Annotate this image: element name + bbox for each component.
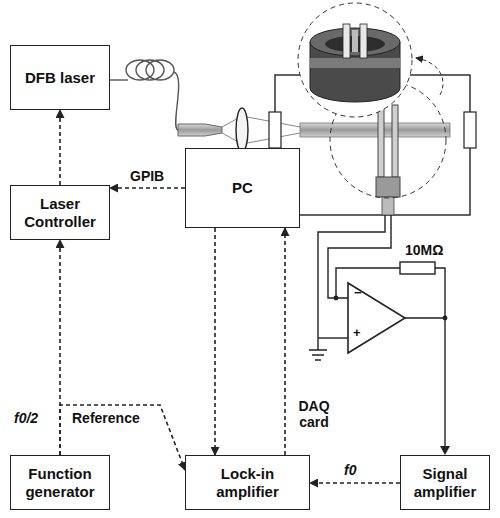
signal-connector [214,228,216,455]
bus-label: GPIB [128,168,166,184]
computer-box: PC [185,148,300,228]
tuning-fork-prong [392,105,398,177]
junction-dot [443,316,448,321]
lockin-box: Lock-in amplifier [185,455,310,510]
zoom-inset-circle [298,3,412,117]
lens [236,108,248,152]
signal-connector [284,228,286,455]
micro-resonator-tube [300,123,450,137]
signal-connector [310,482,400,484]
window [269,112,281,148]
signal-label: Reference [70,410,142,426]
generator-box: Function generator [10,455,110,510]
box-label: Signal amplifier [407,465,483,501]
frequency-label: f0/2 [12,410,40,426]
amplifier-box: Signal amplifier [400,455,490,510]
box-label: PC [232,179,253,197]
controller-box: Laser Controller [10,185,110,240]
box-label: Function generator [17,465,103,501]
op-amp [348,283,405,353]
box-label: Lock-in amplifier [192,465,303,501]
tuning-fork-base [376,177,400,197]
signal-connector [59,240,61,455]
feedback-resistor [400,262,435,274]
zoom-arrow [416,58,443,95]
frequency-label: f0 [342,462,358,478]
box-label: DFB laser [25,69,95,87]
bus-label: DAQ card [290,398,338,430]
fiber-collimator [178,124,222,136]
laser-beam [222,116,300,144]
junction-dot [334,296,339,301]
signal-connector [110,187,185,189]
tuning-fork-pins [382,197,394,215]
optical-fiber [110,60,179,130]
tuning-fork-prong [378,105,384,177]
box-label: Laser Controller [17,195,103,231]
laser-box: DFB laser [10,45,110,110]
signal-connector [59,110,61,185]
window [464,112,476,148]
spectrophone-housing [310,24,400,102]
output-arrowhead [440,446,450,455]
resistor-value: 10MΩ [403,242,445,258]
pin-sign: + [351,326,363,341]
pin-sign: − [352,286,364,301]
